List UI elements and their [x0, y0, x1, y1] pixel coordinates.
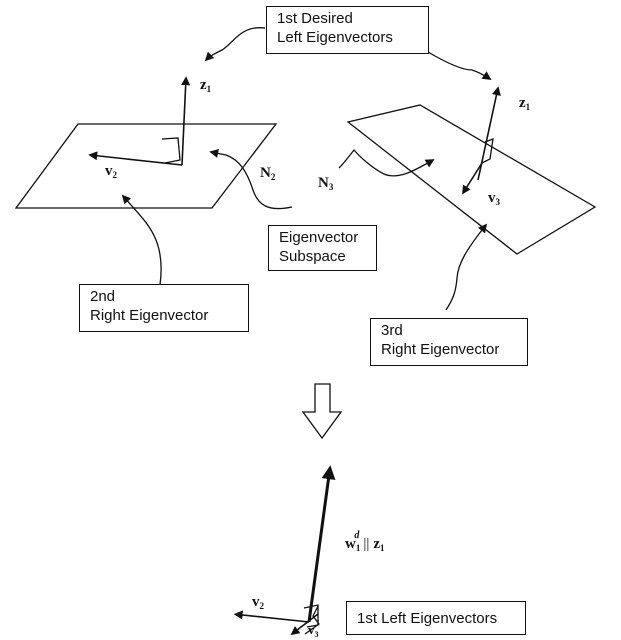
third-box-line-2: Right Eigenvector	[381, 341, 500, 358]
desired-left-eigenvectors-box: 1st Desired Left Eigenvectors	[266, 6, 429, 54]
n2-label: N2	[260, 165, 276, 182]
z1-label-left: z1	[200, 77, 212, 94]
second-right-eigenvector-box: 2nd Right Eigenvector	[79, 284, 249, 332]
vector-labels: z1 v2 N2 N3 z1 v3 w1d||z1 v2 v3	[105, 77, 531, 639]
down-arrow	[301, 383, 343, 440]
subspace-box-line-1: Eigenvector	[279, 229, 359, 246]
v2-label-bottom: v2	[252, 594, 265, 611]
n3-curve-arrow	[338, 148, 435, 177]
right-plane	[346, 104, 597, 255]
eigenvector-subspace-box: Eigenvector Subspace	[268, 225, 377, 271]
arrow-second-to-left-plane	[121, 194, 162, 286]
v3-vector-right	[462, 162, 483, 195]
w1-label: w1d||z1	[345, 530, 385, 553]
z1-vector-right	[477, 86, 501, 181]
n2-curve-arrow	[209, 148, 293, 210]
arrow-desired-to-right	[427, 51, 492, 80]
v3-label-bottom: v3	[308, 622, 319, 639]
first-left-eigenvectors-box: 1st Left Eigenvectors	[346, 601, 526, 635]
left-plane	[14, 123, 278, 209]
right-angle-mark-left	[161, 137, 181, 164]
arrow-third-to-right-plane	[445, 223, 488, 311]
desired-box-line-2: Left Eigenvectors	[277, 29, 393, 46]
second-box-line-2: Right Eigenvector	[90, 307, 209, 324]
z1-vector-left	[181, 76, 191, 166]
right-angle-mark-bottom	[303, 604, 319, 628]
right-angle-mark-right	[481, 138, 494, 164]
v2-vector-left	[88, 151, 183, 166]
v3-label-right: v3	[488, 190, 501, 207]
v2-label-left: v2	[105, 163, 118, 180]
arrow-desired-to-left	[204, 27, 266, 62]
n3-label: N3	[318, 175, 334, 192]
third-box-line-1: 3rd	[381, 322, 403, 339]
subspace-box-line-2: Subspace	[279, 248, 346, 265]
w1-vector	[307, 465, 336, 623]
desired-box-line-1: 1st Desired	[277, 10, 353, 27]
third-right-eigenvector-box: 3rd Right Eigenvector	[370, 318, 528, 366]
v2-vector-bottom	[233, 610, 310, 623]
second-box-line-1: 2nd	[90, 288, 116, 305]
result-box-line-1: 1st Left Eigenvectors	[357, 610, 498, 627]
v3-zigzag-bottom	[304, 605, 320, 635]
z1-label-right: z1	[519, 95, 531, 112]
